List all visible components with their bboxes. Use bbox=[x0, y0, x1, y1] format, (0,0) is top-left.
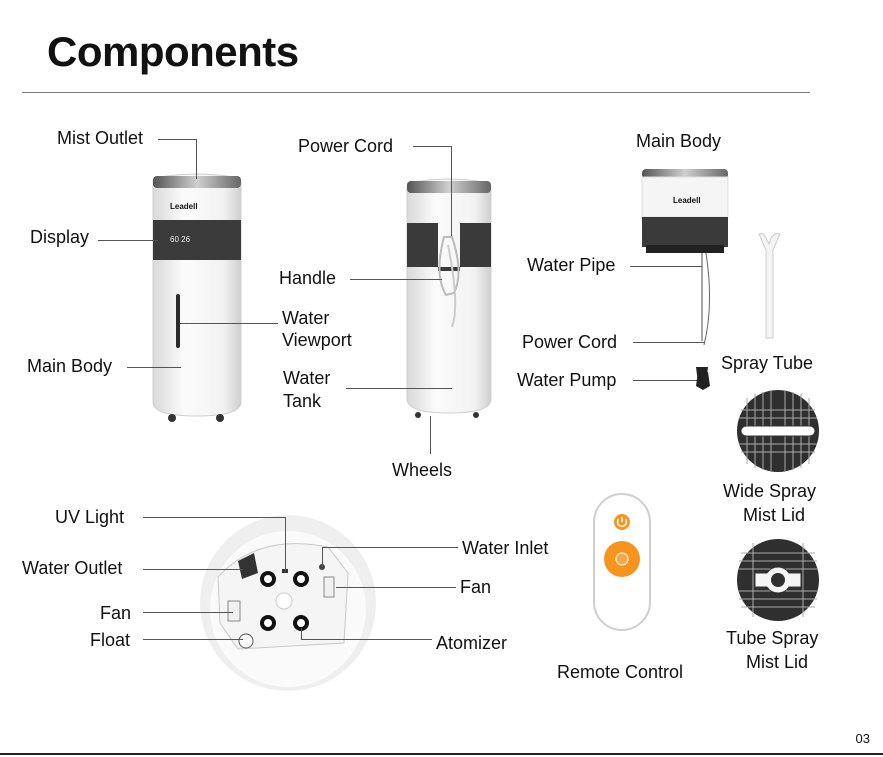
label-fan-left: Fan bbox=[100, 602, 131, 624]
label-water-pipe: Water Pipe bbox=[527, 254, 615, 276]
leader-water-tank bbox=[346, 388, 452, 389]
label-water-outlet: Water Outlet bbox=[22, 557, 122, 579]
label-mist-outlet: Mist Outlet bbox=[57, 127, 143, 149]
leader-display bbox=[98, 240, 158, 241]
label-wide-spray-1: Wide Spray bbox=[723, 480, 816, 502]
label-handle: Handle bbox=[279, 267, 336, 289]
leader-power-cord-back bbox=[413, 146, 451, 147]
leader-uv-light-v bbox=[285, 517, 286, 572]
leader-water-inlet-v bbox=[322, 547, 323, 567]
label-display: Display bbox=[30, 226, 89, 248]
footer-divider bbox=[0, 753, 883, 755]
leader-main-body-front bbox=[127, 367, 181, 368]
label-water-tank-1: Water bbox=[283, 367, 330, 389]
label-main-body-front: Main Body bbox=[27, 355, 112, 377]
leader-float bbox=[143, 639, 243, 640]
leader-water-viewport bbox=[180, 323, 278, 324]
leader-mist-outlet-v bbox=[196, 139, 197, 179]
water-pump-image bbox=[694, 370, 714, 392]
wide-spray-lid-image bbox=[735, 388, 821, 474]
leader-water-inlet bbox=[322, 547, 458, 548]
label-power-cord-back: Power Cord bbox=[298, 135, 393, 157]
leader-fan-left bbox=[143, 612, 233, 613]
label-water-pump: Water Pump bbox=[517, 369, 616, 391]
page-title: Components bbox=[47, 28, 299, 76]
label-float: Float bbox=[90, 629, 130, 651]
leader-atomizer-v bbox=[301, 628, 302, 639]
label-tube-spray-1: Tube Spray bbox=[726, 627, 818, 649]
leader-water-outlet bbox=[143, 569, 243, 570]
label-water-inlet: Water Inlet bbox=[462, 537, 548, 559]
label-power-cord-pump: Power Cord bbox=[522, 331, 617, 353]
leader-uv-light bbox=[143, 517, 285, 518]
label-wide-spray-2: Mist Lid bbox=[743, 504, 805, 526]
leader-power-cord-back-v bbox=[451, 146, 452, 236]
brand-logo-top: Leadell bbox=[673, 196, 701, 206]
label-main-body-top: Main Body bbox=[636, 130, 721, 152]
humidifier-back-image bbox=[404, 175, 494, 420]
leader-mist-outlet bbox=[158, 139, 196, 140]
leader-water-pipe bbox=[630, 266, 702, 267]
title-divider bbox=[22, 92, 810, 93]
remote-control-image bbox=[592, 492, 652, 632]
leader-power-cord-pump bbox=[633, 342, 705, 343]
label-water-viewport-2: Viewport bbox=[282, 329, 352, 351]
label-tube-spray-2: Mist Lid bbox=[746, 651, 808, 673]
leader-handle bbox=[350, 279, 442, 280]
label-wheels: Wheels bbox=[392, 459, 452, 481]
leader-water-pump bbox=[633, 380, 697, 381]
label-remote-control: Remote Control bbox=[557, 661, 683, 683]
main-body-top-image bbox=[640, 165, 730, 265]
brand-logo-front: Leadell bbox=[170, 202, 198, 212]
label-uv-light: UV Light bbox=[55, 506, 124, 528]
tube-spray-lid-image bbox=[735, 537, 821, 623]
label-fan-right: Fan bbox=[460, 576, 491, 598]
label-water-tank-2: Tank bbox=[283, 390, 321, 412]
leader-atomizer bbox=[301, 639, 432, 640]
label-atomizer: Atomizer bbox=[436, 632, 507, 654]
spray-tube-image bbox=[757, 230, 783, 345]
label-spray-tube: Spray Tube bbox=[721, 352, 813, 374]
base-bottom-view-image bbox=[198, 513, 378, 693]
leader-fan-right bbox=[336, 587, 456, 588]
display-readout: 60 26 bbox=[170, 235, 190, 245]
leader-wheels bbox=[430, 416, 431, 454]
page-number: 03 bbox=[856, 731, 870, 746]
label-water-viewport-1: Water bbox=[282, 307, 329, 329]
